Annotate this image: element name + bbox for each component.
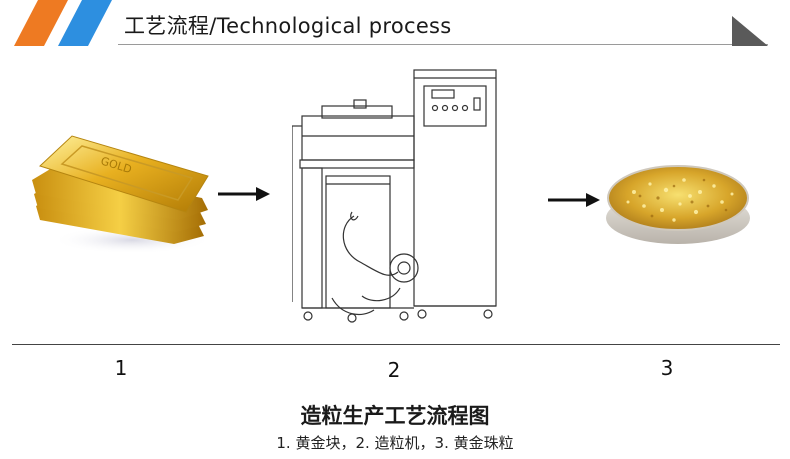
header-divider [118, 44, 768, 45]
step-number-2: 2 [387, 358, 401, 382]
arrow-right-icon [218, 187, 270, 201]
caption-title: 造粒生产工艺流程图 [300, 404, 490, 428]
gold-granules-dish-image [606, 165, 750, 244]
step-number-3: 3 [660, 356, 674, 380]
arrow-right-icon [548, 193, 600, 207]
gold-bar-image: GOLD [32, 135, 212, 254]
header-stripes-icon [14, 0, 112, 46]
corner-triangle-icon [732, 16, 768, 46]
granulating-machine-drawing [292, 69, 497, 323]
step-number-1: 1 [114, 356, 128, 380]
caption-subtitle: 1. 黄金块，2. 造粒机，3. 黄金珠粒 [276, 434, 514, 452]
baseline-divider [12, 344, 780, 345]
header-title: 工艺流程/Technological process [124, 14, 452, 38]
section-header: 工艺流程/Technological process [0, 0, 790, 50]
